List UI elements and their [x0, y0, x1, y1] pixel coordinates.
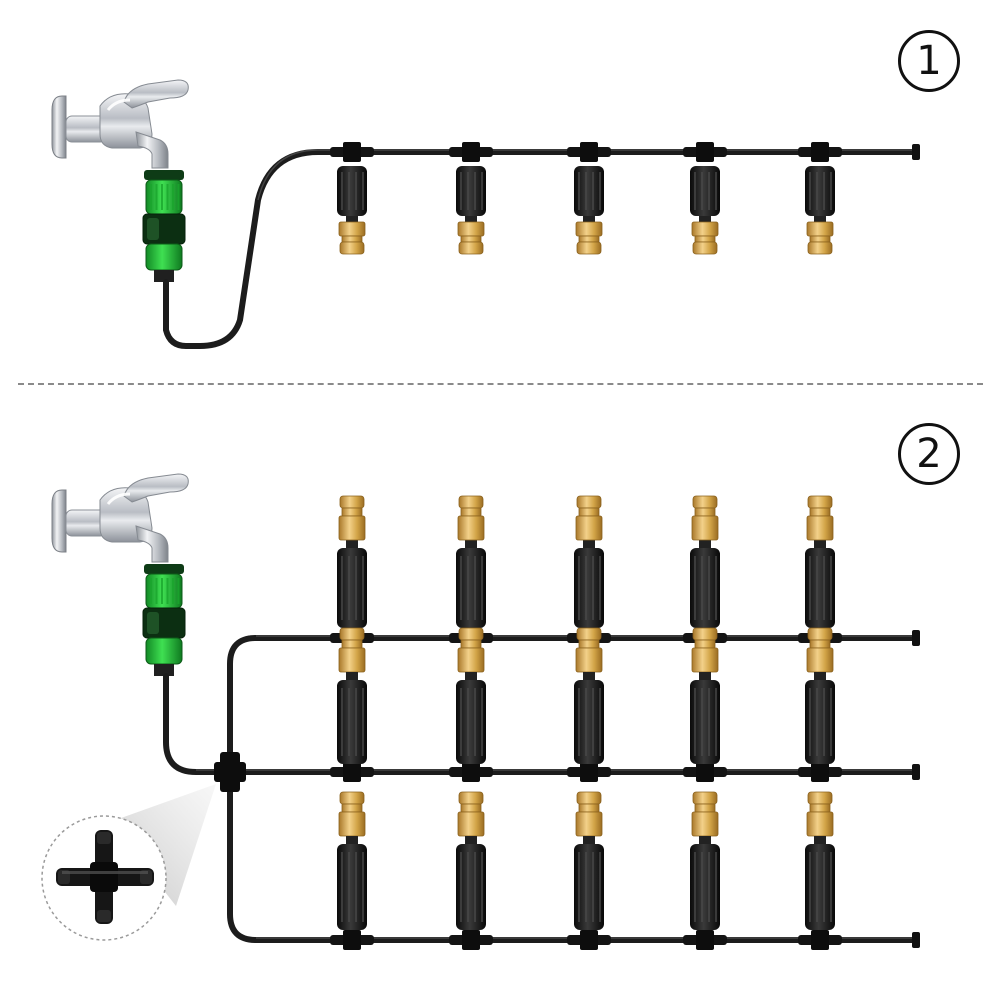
- end-plug-icon: [912, 630, 920, 646]
- mist-nozzle-icon: [337, 791, 367, 930]
- branch-hose-lower: [227, 769, 919, 943]
- feed-hose: [163, 149, 919, 349]
- tee-connector-icon: [330, 762, 374, 782]
- mist-nozzle-icon: [574, 627, 604, 764]
- end-plug-icon: [912, 764, 920, 780]
- tee-connector-icon: [683, 762, 727, 782]
- step-number: 2: [916, 431, 942, 477]
- mist-nozzle-icon: [690, 627, 720, 764]
- end-plug-icon: [912, 144, 920, 160]
- mist-nozzle-icon: [805, 166, 835, 255]
- hose-highlight: [257, 149, 916, 201]
- mist-nozzle-icon: [574, 166, 604, 255]
- mist-nozzle-icon: [574, 495, 604, 628]
- mist-nozzle-icon: [690, 166, 720, 255]
- mist-nozzle-icon: [456, 791, 486, 930]
- tee-connector-icon: [449, 930, 493, 950]
- mist-nozzle-icon: [690, 791, 720, 930]
- step-number-badge: 1: [898, 30, 960, 92]
- branch-hose-upper: [227, 635, 919, 775]
- mist-nozzle-icon: [337, 627, 367, 764]
- step-number-badge: 2: [898, 423, 960, 485]
- section-divider: [18, 383, 983, 385]
- mist-nozzle-icon: [574, 791, 604, 930]
- tee-connector-icon: [567, 142, 611, 162]
- cross-connector-icon: [214, 752, 246, 792]
- mist-nozzle-icon: [337, 166, 367, 255]
- tee-connector-icon: [798, 142, 842, 162]
- mist-nozzle-icon: [805, 627, 835, 764]
- mist-nozzle-icon: [456, 495, 486, 628]
- mist-nozzle-icon: [805, 495, 835, 628]
- mist-nozzle-icon: [690, 495, 720, 628]
- mist-nozzle-icon: [456, 166, 486, 255]
- end-plug-icon: [912, 932, 920, 948]
- tee-connector-icon: [330, 142, 374, 162]
- tee-connector-icon: [683, 142, 727, 162]
- tee-connector-icon: [798, 762, 842, 782]
- hose-adapter-icon: [142, 170, 186, 282]
- cross-connector-callout: [41, 784, 216, 941]
- faucet-icon: [51, 473, 189, 676]
- tee-connector-icon: [567, 762, 611, 782]
- faucet-icon: [51, 79, 189, 282]
- mist-nozzle-icon: [456, 627, 486, 764]
- cross-connector-icon: [56, 830, 154, 924]
- main-hose: [163, 673, 919, 775]
- tee-connector-icon: [449, 762, 493, 782]
- tee-connector-icon: [798, 930, 842, 950]
- step-number: 1: [916, 38, 942, 84]
- tee-connector-icon: [330, 930, 374, 950]
- tee-connector-icon: [567, 930, 611, 950]
- tee-connector-icon: [449, 142, 493, 162]
- tee-connector-icon: [683, 930, 727, 950]
- hose-adapter-icon: [142, 564, 186, 676]
- mist-nozzle-icon: [337, 495, 367, 628]
- mist-nozzle-icon: [805, 791, 835, 930]
